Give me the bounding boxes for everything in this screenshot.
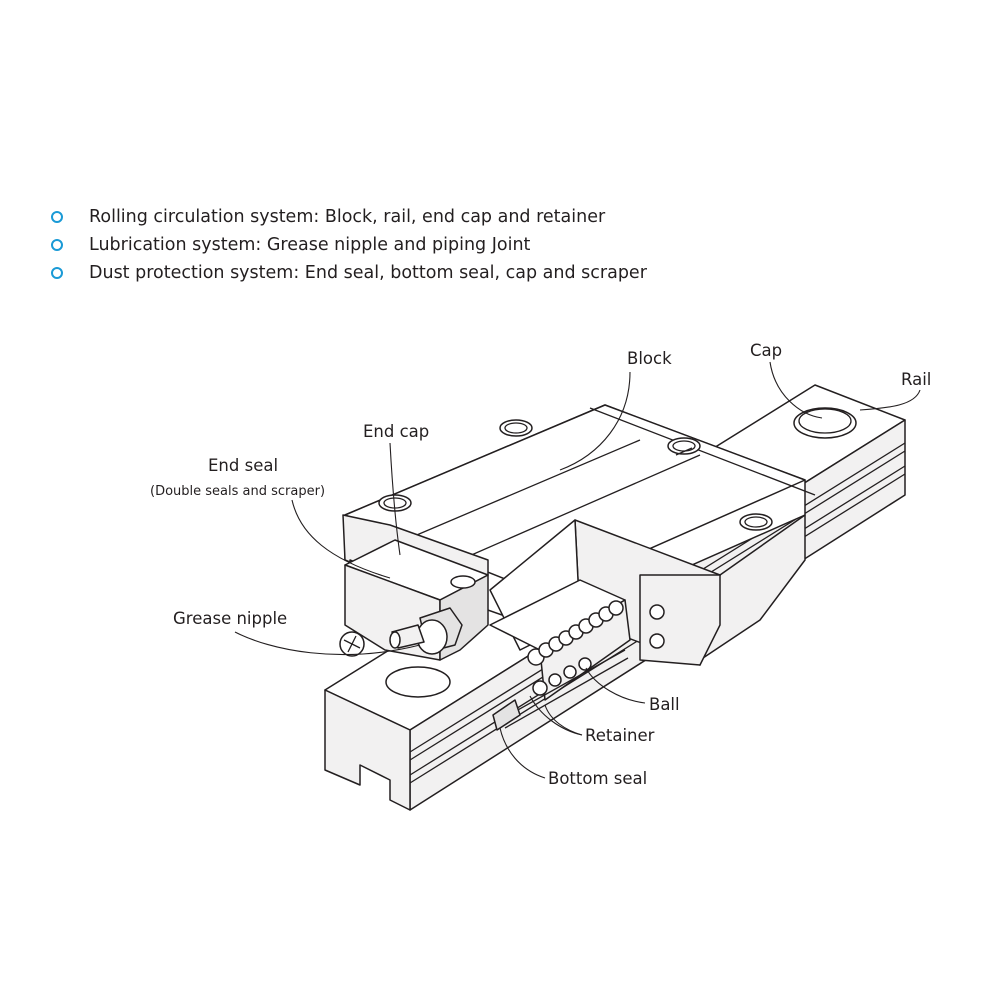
feature-text: Rolling circulation system: Block, rail,…	[89, 207, 606, 227]
leader-end-seal	[291, 499, 391, 579]
label-bottom-seal: Bottom seal	[548, 769, 647, 788]
label-grease-nipple: Grease nipple	[173, 609, 287, 628]
feature-item: Rolling circulation system: Block, rail,…	[48, 203, 647, 231]
feature-text: Lubrication system: Grease nipple and pi…	[89, 235, 531, 255]
leader-ball	[585, 667, 646, 704]
label-rail: Rail	[901, 370, 931, 389]
rail-bolt-hole	[385, 666, 451, 698]
label-block: Block	[627, 349, 672, 368]
leader-end-cap	[389, 442, 401, 556]
label-end-cap: End cap	[363, 422, 429, 441]
label-end-seal: End seal	[208, 456, 278, 475]
label-retainer: Retainer	[585, 726, 655, 745]
feature-text: Dust protection system: End seal, bottom…	[89, 263, 647, 283]
label-cap: Cap	[750, 341, 782, 360]
circle-bullet-icon	[51, 267, 63, 279]
circle-bullet-icon	[51, 211, 63, 223]
leader-bottom-seal	[499, 727, 546, 779]
rail-cap	[793, 407, 857, 439]
block-side-hole	[649, 604, 665, 620]
label-ball: Ball	[649, 695, 680, 714]
block-side-hole	[649, 633, 665, 649]
balls	[527, 600, 624, 696]
circle-bullet-icon	[51, 239, 63, 251]
leader-rail	[859, 389, 921, 411]
leader-grease-nipple	[234, 631, 421, 656]
screw	[339, 631, 365, 657]
grease-nipple	[389, 607, 463, 655]
leader-retainer	[544, 704, 583, 736]
feature-item: Lubrication system: Grease nipple and pi…	[48, 231, 647, 259]
feature-item: Dust protection system: End seal, bottom…	[48, 259, 647, 287]
label-end-seal-sub: (Double seals and scraper)	[150, 484, 325, 499]
leader-cap	[769, 361, 823, 419]
leader-block	[559, 371, 631, 471]
feature-list: Rolling circulation system: Block, rail,…	[48, 203, 647, 287]
